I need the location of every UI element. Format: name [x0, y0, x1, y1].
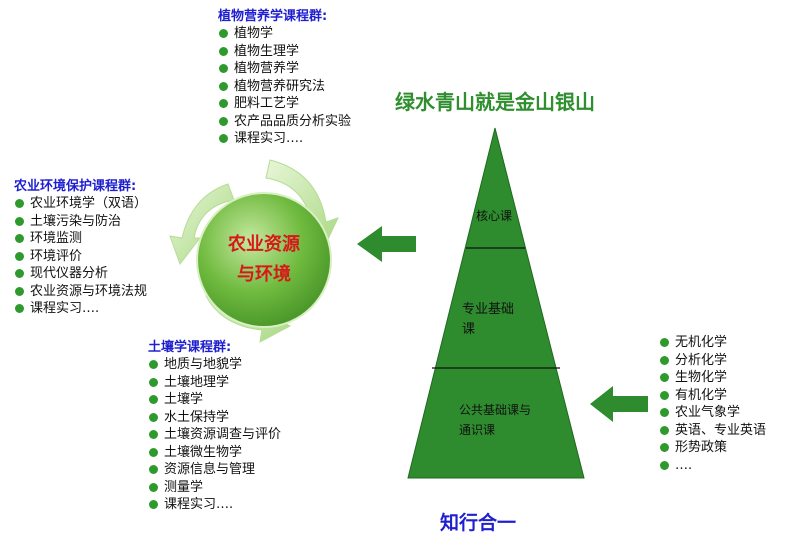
plant-nutrition-list: 植物学 植物生理学 植物营养学 植物营养研究法 肥料工艺学 农产品品质分析实验 …	[218, 25, 351, 148]
list-item: 资源信息与管理	[148, 461, 281, 479]
list-item: 分析化学	[659, 352, 766, 370]
list-item: 环境评价	[14, 248, 147, 266]
environment-list: 农业环境学（双语） 土壤污染与防治 环境监测 环境评价 现代仪器分析 农业资源与…	[14, 195, 147, 318]
plant-nutrition-group: 植物营养学课程群: 植物学 植物生理学 植物营养学 植物营养研究法 肥料工艺学 …	[218, 8, 351, 148]
headline-slogan: 绿水青山就是金山银山	[395, 90, 595, 114]
basic-courses-list: 无机化学 分析化学 生物化学 有机化学 农业气象学 英语、专业英语 形势政策 ……	[659, 334, 766, 474]
soil-group: 土壤学课程群: 地质与地貌学 土壤地理学 土壤学 水土保持学 土壤资源调查与评价…	[148, 339, 281, 514]
list-item: 土壤资源调查与评价	[148, 426, 281, 444]
list-item: 生物化学	[659, 369, 766, 387]
list-item: 肥料工艺学	[218, 95, 351, 113]
list-item: 农产品品质分析实验	[218, 113, 351, 131]
list-item: 课程实习….	[218, 130, 351, 148]
list-item: 有机化学	[659, 387, 766, 405]
center-title-line1: 农业资源	[228, 234, 300, 255]
list-item: 地质与地貌学	[148, 356, 281, 374]
list-item: 植物营养研究法	[218, 78, 351, 96]
plant-nutrition-title: 植物营养学课程群:	[218, 9, 328, 24]
list-item: 植物学	[218, 25, 351, 43]
list-item: 植物营养学	[218, 60, 351, 78]
environment-group: 农业环境保护课程群: 农业环境学（双语） 土壤污染与防治 环境监测 环境评价 现…	[14, 178, 147, 318]
list-item: 农业资源与环境法规	[14, 283, 147, 301]
center-title-line2: 与环境	[237, 264, 291, 285]
soil-title: 土壤学课程群:	[148, 340, 232, 355]
course-pyramid	[407, 127, 585, 479]
list-item: 土壤地理学	[148, 374, 281, 392]
pyramid-general-label: 公共基础课与 通识课	[459, 403, 532, 437]
list-item: 土壤学	[148, 391, 281, 409]
environment-title: 农业环境保护课程群:	[14, 179, 137, 194]
list-item: 形势政策	[659, 439, 766, 457]
soil-list: 地质与地貌学 土壤地理学 土壤学 水土保持学 土壤资源调查与评价 土壤微生物学 …	[148, 356, 281, 514]
list-item: 农业气象学	[659, 404, 766, 422]
list-item: 土壤微生物学	[148, 444, 281, 462]
list-item: 现代仪器分析	[14, 265, 147, 283]
center-circle: 农业资源 与环境	[198, 194, 330, 326]
list-item: 植物生理学	[218, 43, 351, 61]
swirl-arrow-left	[169, 183, 235, 266]
pyramid-shape	[407, 127, 585, 479]
list-item: 测量学	[148, 479, 281, 497]
list-item: 农业环境学（双语）	[14, 195, 147, 213]
list-item: 课程实习….	[14, 300, 147, 318]
pyramid-core-label: 核心课	[476, 209, 513, 223]
list-item: ….	[659, 457, 766, 475]
list-item: 环境监测	[14, 230, 147, 248]
footer-slogan: 知行合一	[440, 512, 517, 534]
list-item: 水土保持学	[148, 409, 281, 427]
list-item: 土壤污染与防治	[14, 213, 147, 231]
left-arrow-to-pyramid	[590, 386, 648, 422]
list-item: 无机化学	[659, 334, 766, 352]
list-item: 课程实习….	[148, 496, 281, 514]
basic-courses-group: 无机化学 分析化学 生物化学 有机化学 农业气象学 英语、专业英语 形势政策 ……	[659, 334, 766, 474]
list-item: 英语、专业英语	[659, 422, 766, 440]
pyramid-major-label: 专业基础 课	[462, 302, 515, 337]
left-arrow-to-center	[357, 226, 416, 262]
